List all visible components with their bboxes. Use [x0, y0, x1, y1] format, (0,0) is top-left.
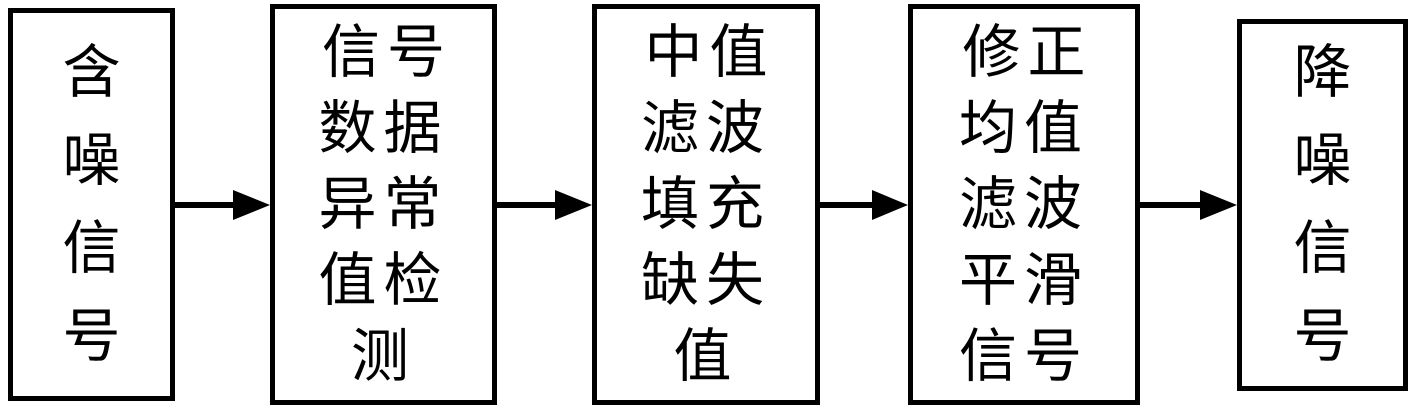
arrow-head	[555, 189, 592, 220]
arrow-right-icon	[497, 189, 592, 220]
flow-node-median-fill: 中值 滤波 填充 缺失 值	[592, 4, 820, 405]
node-label: 修正 均值 滤波 平滑 信号	[959, 19, 1093, 389]
flow-node-mean-smooth: 修正 均值 滤波 平滑 信号	[908, 4, 1140, 405]
arrow-right-icon	[175, 189, 270, 220]
arrow-head	[233, 189, 270, 220]
flow-node-denoised-signal: 降 噪 信 号	[1237, 18, 1408, 391]
arrow-head	[872, 189, 908, 220]
node-label: 降 噪 信 号	[1293, 39, 1352, 369]
flow-node-noisy-signal: 含 噪 信 号	[8, 8, 175, 401]
node-label: 含 噪 信 号	[62, 39, 121, 369]
arrow-right-icon	[820, 189, 908, 220]
arrow-head	[1200, 189, 1237, 220]
node-label: 中值 滤波 填充 缺失 值	[641, 19, 775, 389]
node-label: 信号 数据 异常 值检 测	[318, 19, 452, 389]
flow-node-anomaly-detection: 信号 数据 异常 值检 测	[270, 4, 497, 405]
arrow-right-icon	[1140, 189, 1237, 220]
